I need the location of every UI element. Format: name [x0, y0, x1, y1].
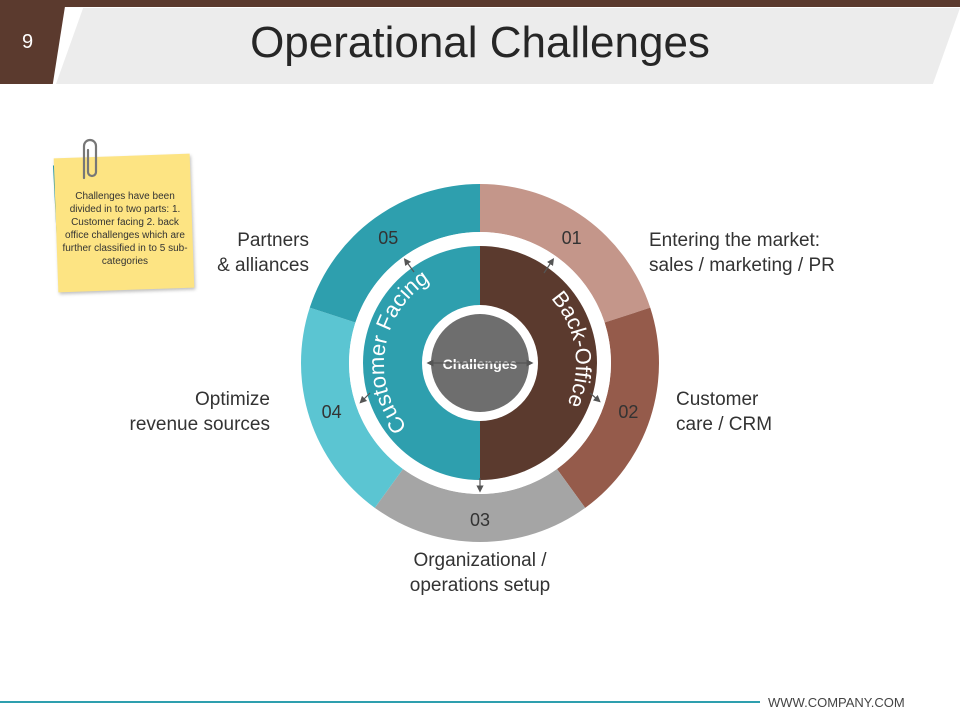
segment-number-05: 05 — [378, 228, 398, 248]
segment-01-label-line-2: sales / marketing / PR — [649, 255, 835, 276]
page-title: Operational Challenges — [250, 18, 710, 67]
segment-01-label: Entering the market: sales / marketing /… — [649, 228, 835, 278]
segment-01-label-line-1: Entering the market: — [649, 230, 821, 251]
arrow-to-01 — [543, 258, 554, 274]
segment-02-label-line-1: Customer — [676, 389, 759, 410]
outer-segment-03 — [374, 468, 586, 543]
footer-website: WWW.COMPANY.COM — [768, 695, 905, 710]
segment-05-label-line-1: Partners — [237, 230, 309, 251]
segment-03-label-line-2: operations setup — [409, 575, 551, 596]
segment-04-label-line-1: Optimize — [195, 389, 270, 410]
segment-number-02: 02 — [618, 402, 638, 422]
segment-number-01: 01 — [562, 228, 582, 248]
segment-05-label-line-2: & alliances — [217, 255, 309, 276]
segment-number-03: 03 — [470, 510, 490, 530]
segment-02-label-line-2: care / CRM — [676, 414, 773, 435]
segment-02-label: Customer care / CRM — [676, 387, 772, 437]
arrow-to-05 — [403, 258, 415, 273]
arrow-to-04 — [359, 392, 371, 404]
segment-04-label: Optimize revenue sources — [70, 387, 270, 437]
arrow-to-02 — [589, 392, 601, 403]
segment-03-label-line-1: Organizational / — [413, 550, 547, 571]
connector-arrows — [359, 258, 601, 493]
outer-segment-02 — [556, 307, 659, 508]
outer-segment-01 — [480, 184, 651, 323]
outer-segment-05 — [309, 184, 480, 323]
sticky-note-text: Challenges have been divided in to two p… — [62, 191, 188, 267]
top-accent-strip — [0, 0, 960, 7]
slide-number: 9 — [22, 31, 34, 53]
title-band — [56, 8, 960, 84]
outer-segment-04 — [300, 307, 404, 508]
paperclip-icon — [82, 138, 98, 180]
outer-segment-ring — [300, 184, 659, 543]
back-office-half — [480, 246, 597, 480]
segment-number-04: 04 — [322, 402, 342, 422]
center-label: Challenges — [443, 356, 518, 372]
segment-04-label-line-2: revenue sources — [129, 414, 270, 435]
footer-line — [0, 701, 760, 703]
segment-numbers: 01 02 03 04 05 — [322, 228, 639, 530]
segment-03-label: Organizational / operations setup — [380, 548, 580, 598]
segment-05-label: Partners & alliances — [149, 228, 309, 278]
customer-facing-half — [363, 246, 480, 480]
